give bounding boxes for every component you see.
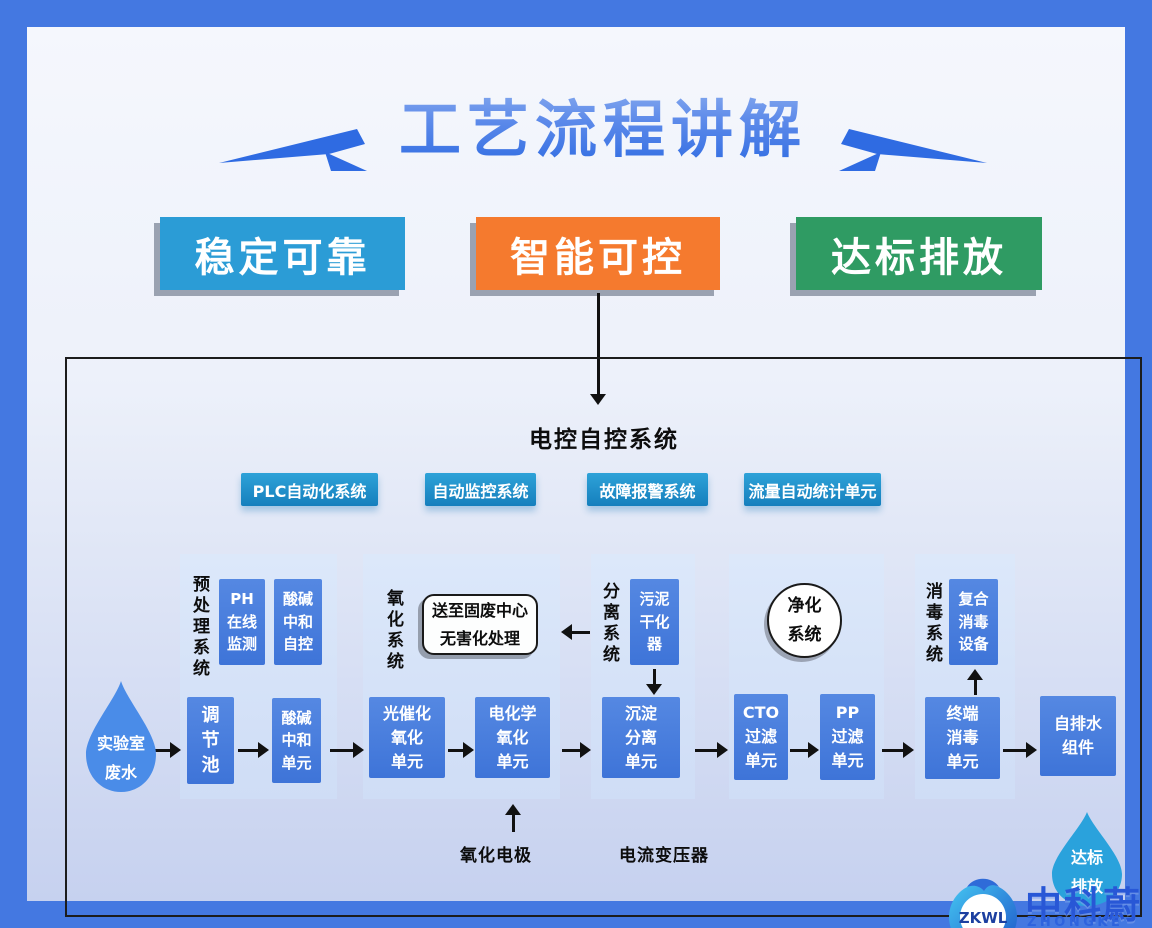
inlet-drop-label: 实验室 废水 (96, 734, 145, 782)
flow-arrow (882, 742, 914, 758)
unit-terminal-disinfection: 终端 消毒 单元 (925, 697, 1000, 779)
unit-acid-alkali-auto-control: 酸碱 中和 自控 (274, 579, 322, 665)
purification-system-circle: 净化 系统 (767, 583, 842, 658)
electrode-up-arrow (505, 804, 521, 832)
flow-arrow (1003, 742, 1037, 758)
logo-name-en: ZHONGKE WEILAN (1027, 915, 1124, 928)
note-solid-waste-center: 送至固废中心 无害化处理 (422, 594, 538, 655)
dryer-down-arrow (646, 669, 662, 695)
flow-arrow (448, 742, 474, 758)
banner-smart: 智能可控 (476, 217, 720, 290)
poster-canvas: 工艺流程讲解 稳定可靠 智能可控 达标排放 电控自控系统 PLC自动化系统 自动… (27, 27, 1142, 928)
title-swoosh-left-icon (219, 129, 367, 171)
unit-sludge-dryer: 污泥 干化 器 (630, 579, 679, 665)
inlet-water-drop: 实验室 废水 (82, 678, 160, 798)
annotation-current-transformer: 电流变压器 (619, 846, 709, 866)
page-title: 工艺流程讲解 (27, 79, 1152, 169)
unit-acid-alkali-neutralize: 酸碱 中和 单元 (272, 698, 321, 783)
unit-self-drain-component: 自排水 组件 (1040, 696, 1116, 776)
section-title-disinfection: 消毒系统 (922, 582, 942, 666)
brand-logo: ZKWL 中科蔚蓝 ZHONGKE WEILAN (943, 873, 1152, 928)
control-label-fault-alarm: 故障报警系统 (587, 473, 708, 506)
flow-arrow (695, 742, 728, 758)
title-swoosh-right-icon (839, 129, 987, 171)
unit-regulating-pool: 调 节 池 (187, 697, 234, 784)
disinfection-up-arrow (967, 669, 983, 695)
sludge-return-arrow (561, 624, 590, 640)
flow-arrow (790, 742, 819, 758)
connector-arrow-down (590, 293, 606, 405)
water-drop-icon (86, 681, 156, 792)
section-title-oxidation: 氧化系统 (383, 589, 403, 673)
unit-pp-filter: PP 过滤 单元 (820, 694, 875, 780)
section-title-pretreatment: 预处理系统 (189, 575, 209, 680)
banner-stable: 稳定可靠 (160, 217, 405, 290)
unit-cto-filter: CTO 过滤 单元 (734, 694, 788, 780)
banner-discharge: 达标排放 (796, 217, 1042, 290)
flow-arrow (151, 742, 181, 758)
control-label-plc: PLC自动化系统 (241, 473, 378, 506)
annotation-oxidation-electrode: 氧化电极 (460, 846, 532, 866)
logo-swirl-icon: ZKWL (949, 878, 1017, 928)
control-label-monitoring: 自动监控系统 (425, 473, 536, 506)
unit-composite-disinfection: 复合 消毒 设备 (949, 579, 998, 665)
diagram-frame (65, 357, 1142, 917)
logo-name: 中科蔚蓝 (1025, 884, 1142, 927)
unit-ph-online-monitor: PH 在线 监测 (219, 579, 265, 665)
unit-sedimentation-separation: 沉淀 分离 单元 (602, 697, 680, 778)
flow-arrow (562, 742, 591, 758)
control-system-header: 电控自控系统 (529, 427, 679, 453)
outlet-drop-label: 达标 排放 (1070, 848, 1103, 896)
control-label-flow-statistics: 流量自动统计单元 (744, 473, 881, 506)
flow-arrow (330, 742, 364, 758)
water-drop-icon (1052, 812, 1122, 906)
unit-electrochemical-oxidation: 电化学 氧化 单元 (475, 697, 550, 778)
outlet-water-drop: 达标 排放 (1047, 810, 1127, 910)
svg-text:ZKWL: ZKWL (959, 909, 1008, 927)
flow-arrow (238, 742, 269, 758)
section-title-separation: 分离系统 (599, 582, 619, 666)
unit-photocatalytic-oxidation: 光催化 氧化 单元 (369, 697, 445, 778)
